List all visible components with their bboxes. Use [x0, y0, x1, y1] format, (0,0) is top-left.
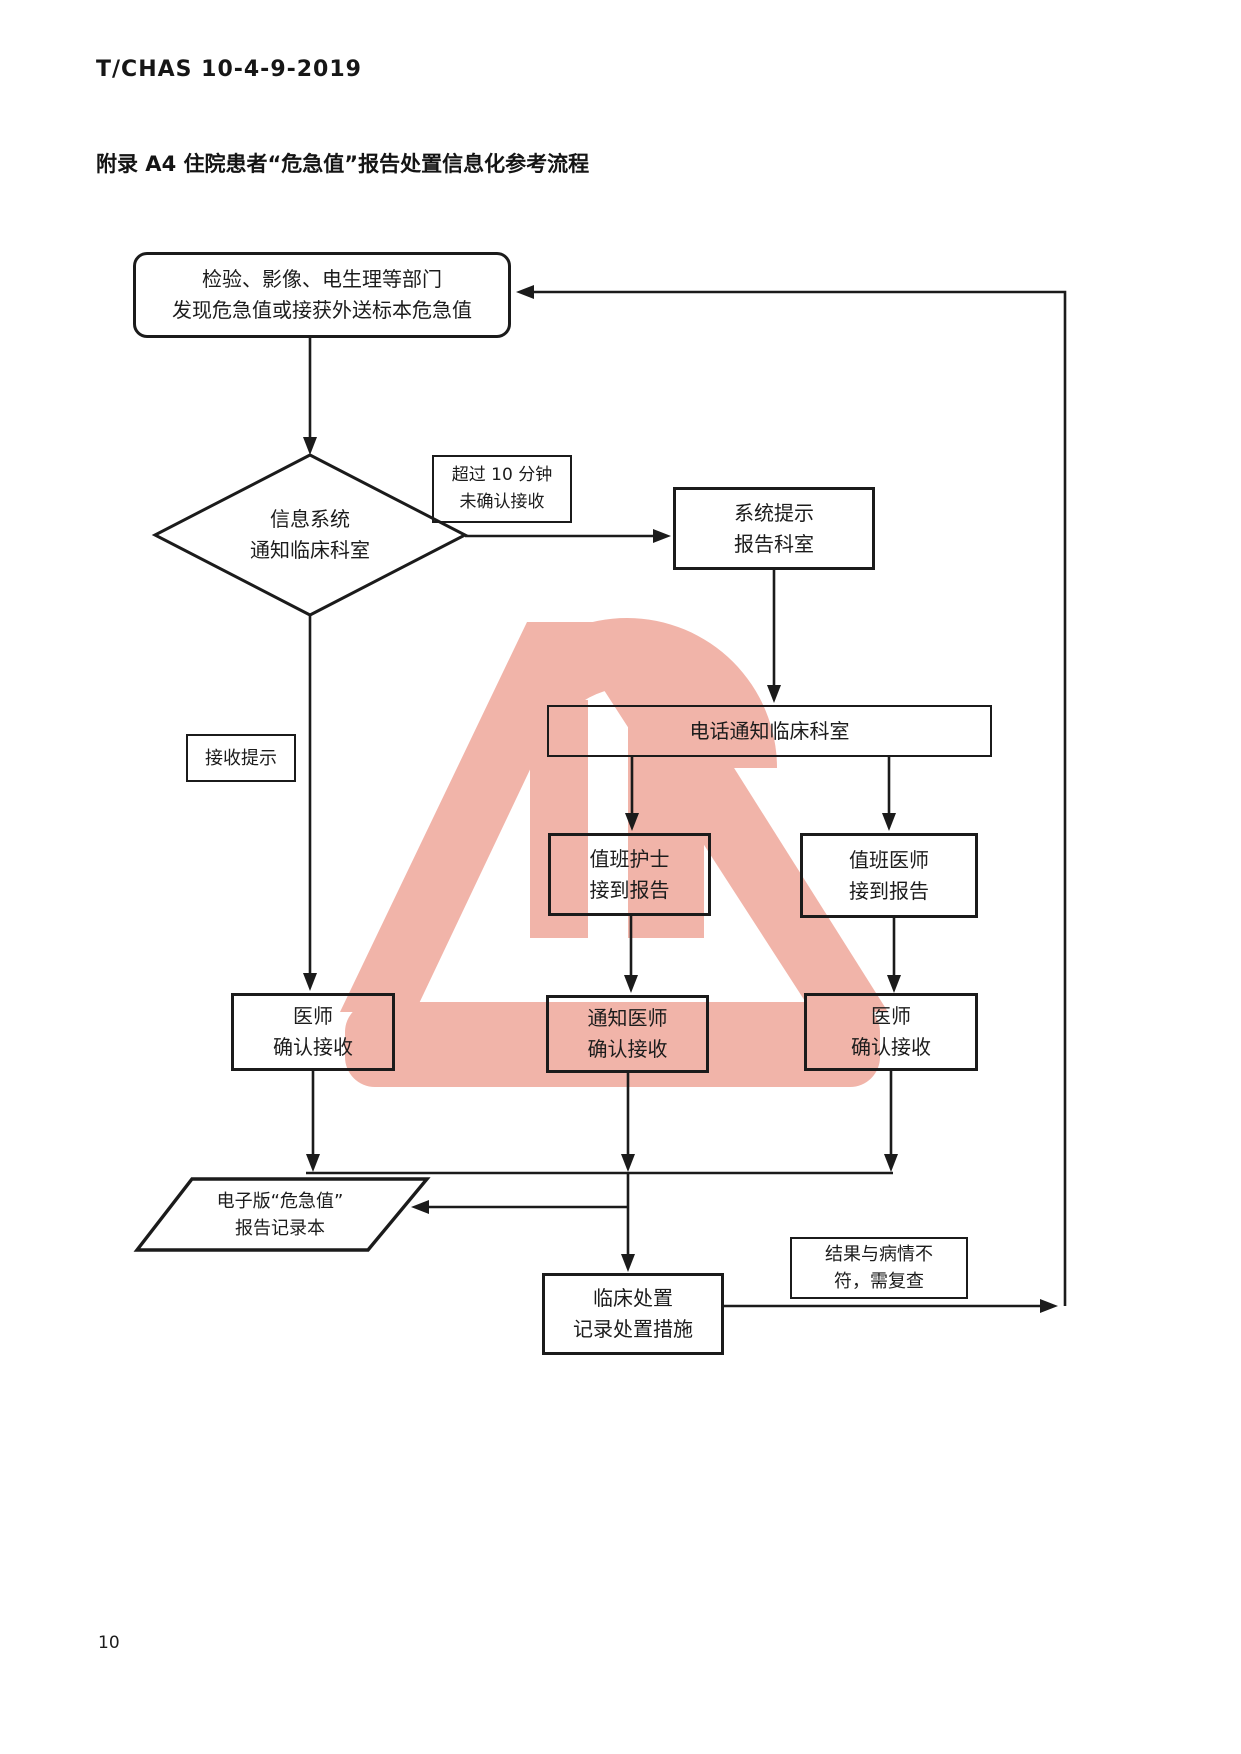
arrowhead-merge-left — [306, 1154, 320, 1172]
flow-io-record-book-line2: 报告记录本 — [235, 1218, 325, 1239]
arrowhead-into-phone — [767, 685, 781, 703]
flow-node-recheck-line1: 结果与病情不 — [825, 1244, 933, 1265]
arrowhead-into-treatment — [621, 1254, 635, 1272]
flow-node-nurse-receive: 值班护士 接到报告 — [548, 833, 711, 916]
appendix-title: 附录 A4 住院患者“危急值”报告处置信息化参考流程 — [96, 152, 590, 176]
arrowhead-into-loop — [1040, 1299, 1058, 1313]
flow-io-record-book-line1: 电子版“危急值” — [216, 1191, 344, 1212]
arrowhead-into-source — [516, 285, 534, 299]
record-book-parallelogram-shape — [133, 1177, 431, 1252]
arrowhead-into-confirm-left — [303, 973, 317, 991]
flow-node-system-alert: 系统提示 报告科室 — [673, 487, 875, 570]
flow-node-confirm-right-line2: 确认接收 — [851, 1035, 931, 1059]
flow-node-confirm-right: 医师 确认接收 — [804, 993, 978, 1071]
flow-node-source: 检验、影像、电生理等部门 发现危急值或接获外送标本危急值 — [133, 252, 511, 338]
doc-code-header: T/CHAS 10-4-9-2019 — [96, 57, 362, 82]
flow-node-confirm-left-line1: 医师 — [293, 1004, 333, 1028]
flow-node-phone-notify-line1: 电话通知临床科室 — [689, 718, 850, 743]
flow-node-receive-hint-line1: 接收提示 — [205, 747, 277, 769]
feedback-loop-line — [532, 290, 1067, 1306]
flow-node-system-alert-line2: 报告科室 — [734, 531, 814, 556]
flow-node-treatment-line2: 记录处置措施 — [573, 1317, 693, 1341]
flow-node-doctor-receive-line1: 值班医师 — [849, 847, 929, 872]
arrowhead-merge-mid — [621, 1154, 635, 1172]
arrowhead-into-confirm-mid — [624, 975, 638, 993]
arrowhead-into-record-book — [411, 1200, 429, 1214]
arrowhead-merge-right — [884, 1154, 898, 1172]
flow-node-confirm-mid: 通知医师 确认接收 — [546, 995, 709, 1073]
flow-io-record-book: 电子版“危急值” 报告记录本 — [150, 1186, 410, 1244]
arrowhead-into-confirm-right — [887, 975, 901, 993]
flow-node-timeout-line1: 超过 10 分钟 — [451, 464, 553, 485]
arrowhead-into-alert — [653, 529, 671, 543]
arrowhead-into-doctor — [882, 813, 896, 831]
flow-node-timeout-line2: 未确认接收 — [459, 492, 545, 512]
flow-node-confirm-left-line2: 确认接收 — [273, 1035, 353, 1059]
flow-node-nurse-receive-line1: 值班护士 — [589, 846, 670, 871]
flow-node-doctor-receive-line2: 接到报告 — [849, 878, 929, 903]
arrowhead-into-nurse — [625, 813, 639, 831]
watermark-crossbar — [345, 1002, 880, 1087]
flow-node-doctor-receive: 值班医师 接到报告 — [800, 833, 978, 918]
watermark-post-right — [628, 700, 704, 938]
flow-node-confirm-mid-line2: 确认接收 — [587, 1037, 668, 1061]
flow-node-nurse-receive-line2: 接到报告 — [589, 877, 670, 902]
flow-node-recheck: 结果与病情不 符，需复查 — [790, 1237, 968, 1299]
flow-node-confirm-right-line1: 医师 — [871, 1004, 911, 1028]
arrowhead-into-decision — [303, 437, 317, 455]
flow-node-phone-notify: 电话通知临床科室 — [547, 705, 992, 757]
flow-node-system-alert-line1: 系统提示 — [734, 500, 814, 525]
flow-node-recheck-line2: 符，需复查 — [834, 1271, 924, 1292]
flow-node-timeout: 超过 10 分钟 未确认接收 — [432, 455, 572, 523]
flow-node-source-line2: 发现危急值或接获外送标本危急值 — [172, 298, 472, 322]
flow-node-source-line1: 检验、影像、电生理等部门 — [202, 267, 442, 291]
page-number: 10 — [98, 1633, 120, 1653]
flow-decision-line2: 通知临床科室 — [250, 538, 370, 562]
flow-decision-info-system: 信息系统 通知临床科室 — [185, 494, 435, 576]
flow-decision-line1: 信息系统 — [270, 507, 350, 531]
flow-node-treatment-line1: 临床处置 — [593, 1286, 673, 1310]
flow-node-treatment: 临床处置 记录处置措施 — [542, 1273, 724, 1355]
flow-node-confirm-mid-line1: 通知医师 — [587, 1006, 668, 1030]
flow-node-receive-hint: 接收提示 — [186, 734, 296, 782]
watermark-post-left — [530, 700, 588, 938]
flow-node-confirm-left: 医师 确认接收 — [231, 993, 395, 1071]
